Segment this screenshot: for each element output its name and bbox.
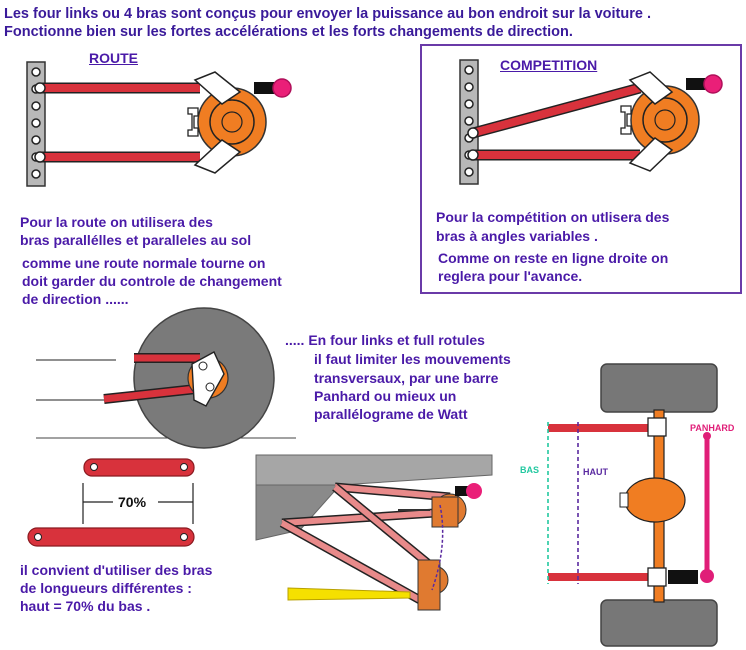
rotules-text-3: transversaux, par une barre [314,370,499,386]
rear-view-diagram [547,363,718,647]
rotules-text-5: parallélograme de Watt [314,406,468,422]
route-text-1: Pour la route on utilisera des [20,214,213,230]
rotules-text-1: ..... En four links et full rotules [285,332,485,348]
competition-title: COMPETITION [500,57,598,73]
chassis-3d-diagram [255,454,493,611]
label-bas: BAS [520,465,540,475]
route-diagram [26,61,292,187]
competition-text-4: reglera pour l'avance. [438,268,583,284]
competition-text-3: Comme on reste en ligne droite on [438,250,669,266]
route-text-4: doit garder du controle de changement [22,273,282,289]
header-line-2: Fonctionne bien sur les fortes accélérat… [4,24,573,40]
competition-diagram [459,59,723,185]
route-text-3: comme une route normale tourne on [22,255,266,271]
wheel-side-diagram [36,307,296,449]
competition-text-1: Pour la compétition on utlisera des [436,209,670,225]
rotules-text-2: il faut limiter les mouvements [314,351,511,367]
lengths-text-2: de longueurs différentes : [20,580,192,596]
header-line-1: Les four links ou 4 bras sont conçus pou… [4,6,652,22]
route-title: ROUTE [89,50,138,66]
competition-frame [420,44,742,294]
lengths-text-3: haut = 70% du bas . [20,598,151,614]
label-panhard: PANHARD [690,423,735,433]
length-comparison-diagram [27,458,195,547]
route-text-5: de direction ...... [22,291,129,307]
route-text-2: bras parallélles et paralleles au sol [20,232,252,248]
lengths-text-1: il convient d'utiliser des bras [20,562,213,578]
competition-text-2: bras à angles variables . [436,228,598,244]
label-haut: HAUT [583,467,608,477]
rotules-text-4: Panhard ou mieux un [314,388,457,404]
percent-label: 70% [118,494,147,510]
